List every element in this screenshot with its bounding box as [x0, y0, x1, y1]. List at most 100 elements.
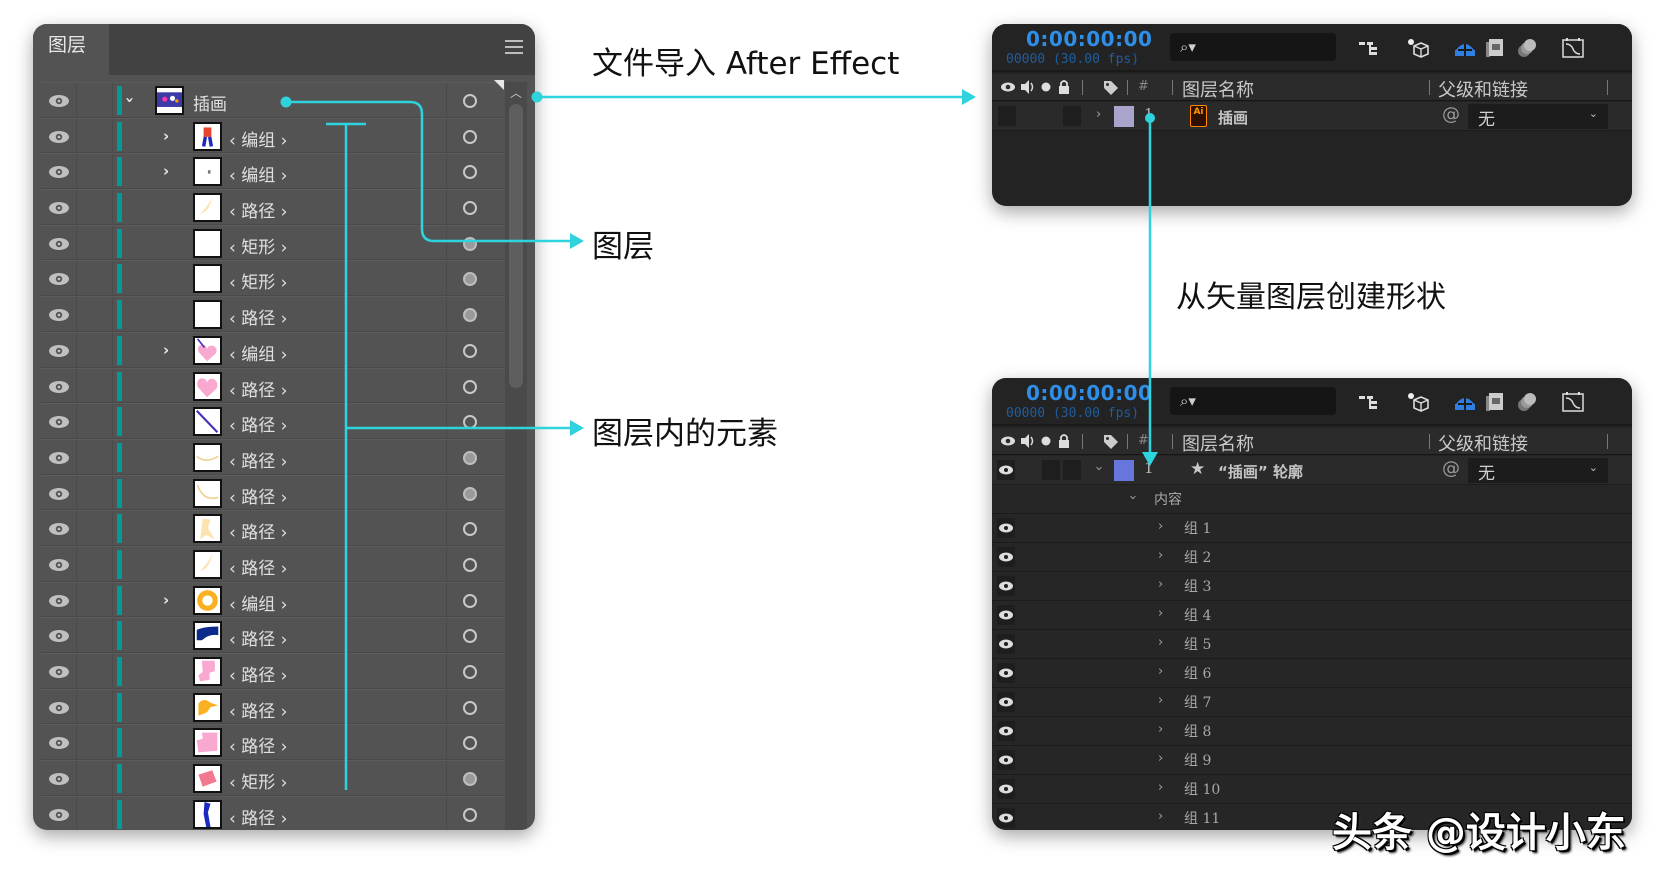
target-circle-icon[interactable]: [463, 308, 477, 323]
target-column[interactable]: [446, 439, 496, 474]
target-column[interactable]: [446, 118, 496, 153]
layer-name[interactable]: ‹ 路径 ›: [229, 737, 288, 758]
group-name[interactable]: 组 9: [1184, 753, 1212, 769]
layer-name[interactable]: ‹ 路径 ›: [229, 451, 288, 472]
video-switch[interactable]: [998, 106, 1016, 126]
lock-toggle[interactable]: [77, 689, 113, 724]
visibility-toggle[interactable]: [41, 332, 77, 367]
layer-search-input[interactable]: ⌕▾: [1170, 387, 1336, 415]
shape-group-row[interactable]: › 组 10: [992, 775, 1632, 804]
group-name[interactable]: 组 7: [1184, 695, 1212, 711]
layer-name[interactable]: ‹ 路径 ›: [229, 380, 288, 401]
target-column[interactable]: [446, 582, 496, 617]
target-column[interactable]: [446, 511, 496, 545]
layer-name[interactable]: ‹ 编组 ›: [229, 130, 288, 151]
layer-name[interactable]: “插画” 轮廓: [1218, 463, 1303, 481]
tab-layers[interactable]: 图层: [33, 24, 109, 75]
visibility-toggle[interactable]: [41, 118, 77, 153]
parent-dropdown[interactable]: 无 ⌄: [1468, 104, 1608, 130]
target-column[interactable]: [446, 654, 496, 688]
column-layer-name[interactable]: 图层名称: [1182, 80, 1254, 101]
target-circle-icon[interactable]: [463, 486, 477, 501]
target-column[interactable]: [446, 546, 496, 581]
target-column[interactable]: [446, 154, 496, 189]
visibility-toggle[interactable]: [997, 518, 1015, 538]
lock-toggle[interactable]: [77, 546, 113, 581]
expand-chevron-icon[interactable]: ›: [163, 126, 170, 145]
parent-dropdown[interactable]: 无 ⌄: [1468, 458, 1608, 484]
target-column[interactable]: [446, 761, 496, 795]
expand-chevron-icon[interactable]: ›: [1158, 780, 1164, 795]
visibility-toggle[interactable]: [41, 154, 77, 189]
lock-toggle[interactable]: [77, 154, 113, 189]
hide-shy-layers-icon[interactable]: [1452, 390, 1478, 414]
layer-name[interactable]: ‹ 矩形 ›: [229, 773, 288, 794]
visibility-toggle[interactable]: [41, 83, 77, 117]
target-circle-icon[interactable]: [463, 772, 477, 787]
collapse-chevron-icon[interactable]: ›: [1125, 494, 1141, 501]
sublayer-row[interactable]: ‹ 路径 ›: [41, 189, 509, 225]
layer-name[interactable]: ‹ 路径 ›: [229, 558, 288, 579]
visibility-toggle[interactable]: [997, 605, 1015, 625]
sublayer-row[interactable]: › ‹ 编组 ›: [41, 581, 509, 618]
target-column[interactable]: [446, 404, 496, 438]
frame-blending-icon[interactable]: [1482, 36, 1508, 60]
sublayer-row[interactable]: ‹ 路径 ›: [41, 653, 509, 689]
layer-name[interactable]: ‹ 路径 ›: [229, 630, 288, 651]
shape-group-row[interactable]: › 组 11: [992, 804, 1632, 830]
target-circle-icon[interactable]: [463, 129, 477, 144]
lock-toggle[interactable]: [77, 618, 113, 652]
target-circle-icon[interactable]: [463, 415, 477, 430]
visibility-toggle[interactable]: [997, 808, 1015, 828]
shape-group-row[interactable]: › 组 7: [992, 688, 1632, 717]
layer-name[interactable]: ‹ 矩形 ›: [229, 237, 288, 258]
visibility-toggle[interactable]: [41, 475, 77, 510]
sublayer-row[interactable]: ‹ 路径 ›: [41, 617, 509, 653]
target-circle-icon[interactable]: [463, 94, 477, 108]
scroll-up-icon[interactable]: ︿: [510, 86, 523, 100]
column-parent-link[interactable]: 父级和链接: [1438, 80, 1528, 101]
lock-switch[interactable]: [1063, 460, 1081, 480]
visibility-toggle[interactable]: [41, 404, 77, 438]
sublayer-row[interactable]: ‹ 路径 ›: [41, 296, 509, 332]
label-color-swatch[interactable]: [1114, 460, 1134, 481]
draft-3d-icon[interactable]: [1404, 390, 1430, 414]
graph-editor-icon[interactable]: [1560, 36, 1586, 60]
lock-toggle[interactable]: [77, 654, 113, 688]
target-circle-icon[interactable]: [463, 343, 477, 358]
layer-name[interactable]: ‹ 矩形 ›: [229, 273, 288, 294]
sublayer-row[interactable]: ‹ 路径 ›: [41, 545, 509, 582]
sublayer-row[interactable]: › ‹ 编组 ›: [41, 117, 509, 154]
shape-group-row[interactable]: › 组 5: [992, 630, 1632, 659]
group-name[interactable]: 组 10: [1184, 782, 1221, 798]
visibility-toggle[interactable]: [997, 663, 1015, 683]
group-name[interactable]: 组 1: [1184, 521, 1212, 537]
composition-flowchart-icon[interactable]: [1357, 390, 1383, 414]
target-circle-icon[interactable]: [463, 201, 477, 216]
visibility-toggle[interactable]: [997, 779, 1015, 799]
shape-group-row[interactable]: › 组 3: [992, 572, 1632, 601]
expand-chevron-icon[interactable]: ›: [1096, 107, 1102, 122]
visibility-toggle[interactable]: [41, 368, 77, 403]
group-name[interactable]: 组 3: [1184, 579, 1212, 595]
column-layer-name[interactable]: 图层名称: [1182, 434, 1254, 455]
target-column[interactable]: [446, 190, 496, 224]
target-column[interactable]: [446, 618, 496, 652]
lock-toggle[interactable]: [77, 190, 113, 224]
composition-flowchart-icon[interactable]: [1357, 36, 1383, 60]
sublayer-row[interactable]: ‹ 路径 ›: [41, 724, 509, 761]
target-column[interactable]: [446, 475, 496, 510]
expand-chevron-icon[interactable]: ›: [1158, 548, 1164, 563]
sublayer-row[interactable]: ‹ 路径 ›: [41, 367, 509, 404]
layer-name[interactable]: 插画: [193, 95, 227, 115]
frame-blending-icon[interactable]: [1482, 390, 1508, 414]
expand-chevron-icon[interactable]: ›: [1158, 664, 1164, 679]
target-column[interactable]: [446, 225, 496, 260]
lock-toggle[interactable]: [77, 796, 113, 830]
sublayer-row[interactable]: ‹ 路径 ›: [41, 688, 509, 725]
shape-group-row[interactable]: › 组 8: [992, 717, 1632, 746]
hamburger-menu-icon[interactable]: [505, 40, 523, 54]
expand-chevron-icon[interactable]: ›: [1158, 606, 1164, 621]
visibility-toggle[interactable]: [41, 582, 77, 617]
target-circle-icon[interactable]: [463, 522, 477, 537]
